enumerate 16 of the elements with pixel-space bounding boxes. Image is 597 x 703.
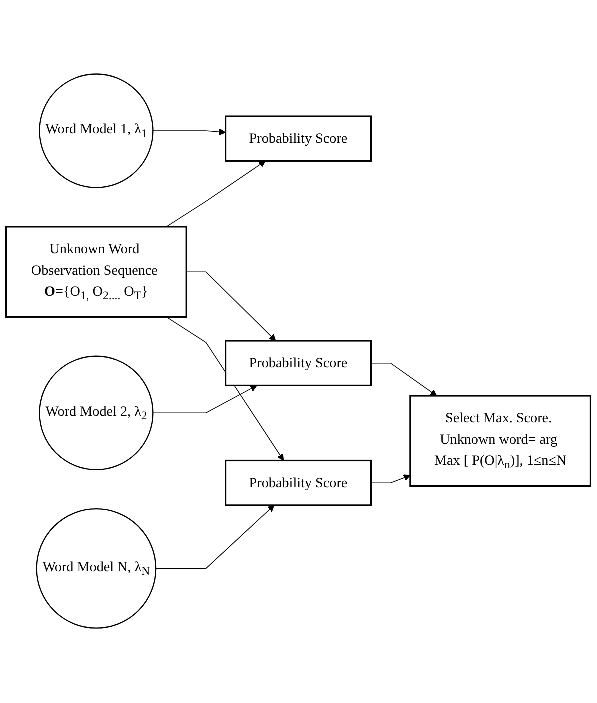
node-box: Unknown Word Observation Sequence O={O$_{1,}$ O$_{2....}$ O$_{T}$} <box>6 226 188 318</box>
arrow <box>152 386 258 414</box>
node-box: Select Max. Score. Unknown word= arg Max [ P(O|λ$_{n}$)], 1≤n≤N <box>410 395 592 488</box>
node-box: Probability Score <box>225 340 372 387</box>
node-box: Probability Score <box>225 460 372 506</box>
arrow <box>370 363 438 397</box>
arrow <box>186 272 276 342</box>
arrow <box>166 161 266 228</box>
node-circle: Word Model 2, λ$_{2}$ <box>39 356 154 471</box>
arrow <box>152 128 226 136</box>
node-box: Probability Score <box>225 116 372 162</box>
node-circle: Word Model N, λ$_{N}$ <box>36 508 157 630</box>
arrow <box>370 474 411 484</box>
arrow <box>166 317 284 462</box>
arrow <box>156 505 275 570</box>
node-circle: Word Model 1, λ$_{1}$ <box>39 74 154 189</box>
